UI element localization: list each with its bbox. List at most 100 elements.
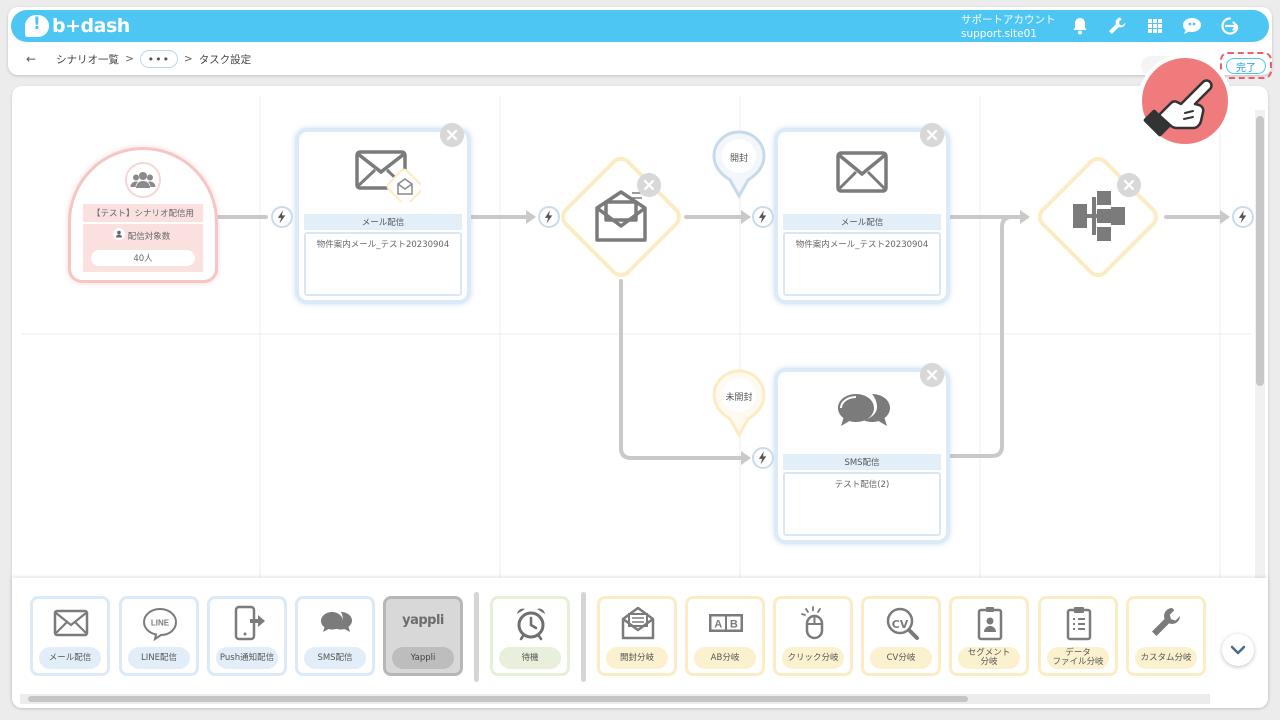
trigger-bolt-icon[interactable] xyxy=(271,206,293,228)
svg-text:A: A xyxy=(714,619,722,631)
close-icon[interactable] xyxy=(637,173,661,197)
start-target-box: 配信対象数 40人 xyxy=(83,224,203,272)
palette-label: AB分岐 xyxy=(694,647,756,669)
line-icon: LINE xyxy=(142,607,178,641)
palette-divider xyxy=(474,592,479,682)
person-icon xyxy=(113,228,125,240)
close-icon[interactable] xyxy=(920,363,944,387)
done-button[interactable]: 完了 xyxy=(1226,58,1266,74)
palette-label-line: ファイル分岐 xyxy=(1052,657,1104,667)
palette-label: 開封分岐 xyxy=(606,647,668,669)
palette-click-branch[interactable]: クリック分岐 xyxy=(773,596,853,676)
palette-custom-branch[interactable]: カスタム分岐 xyxy=(1126,596,1206,676)
palette-yappli[interactable]: yappli Yappli xyxy=(383,596,463,676)
breadcrumb-current: タスク設定 xyxy=(198,53,252,66)
palette-label: クリック分岐 xyxy=(782,647,844,669)
palette-label: LINE配信 xyxy=(128,647,190,669)
close-icon[interactable] xyxy=(920,123,944,147)
palette-segment-branch[interactable]: セグメント 分岐 xyxy=(949,596,1029,676)
palette-label: SMS配信 xyxy=(304,647,366,669)
node-title: メール配信 xyxy=(783,214,941,230)
palette-push-delivery[interactable]: Push通知配信 xyxy=(207,596,287,676)
palette-label: カスタム分岐 xyxy=(1135,647,1197,669)
ab-icon: A B xyxy=(709,614,743,632)
palette-label: CV分岐 xyxy=(870,647,932,669)
header: b+dash サポートアカウント support.site01 xyxy=(8,7,1272,79)
account-site: support.site01 xyxy=(961,28,1037,40)
palette-label-line: データ xyxy=(1065,648,1091,658)
mouse-icon xyxy=(801,606,824,640)
palette-ab-branch[interactable]: A B AB分岐 xyxy=(685,596,765,676)
scenario-name: 【テスト】シナリオ配信用 xyxy=(83,204,203,222)
map-pin-icon xyxy=(712,369,766,439)
palette-mail-delivery[interactable]: メール配信 xyxy=(30,596,110,676)
node-content: 物件案内メール_テスト20230904 xyxy=(783,232,941,296)
palette-label: 待機 xyxy=(499,647,561,669)
sms-icon xyxy=(838,394,890,426)
node-content: テスト配信(2) xyxy=(783,472,941,536)
palette-data-file-branch[interactable]: データ ファイル分岐 xyxy=(1038,596,1118,676)
palette-label: データ ファイル分岐 xyxy=(1047,647,1109,669)
logo-text: b+dash xyxy=(52,15,130,37)
merge-branch-node[interactable] xyxy=(1036,155,1160,279)
yappli-icon: yappli xyxy=(402,613,444,628)
palette-line-delivery[interactable]: LINE LINE配信 xyxy=(119,596,199,676)
breadcrumb-more-button[interactable]: ••• xyxy=(139,50,178,68)
sms-icon xyxy=(321,612,352,632)
branch-unopened-label: 未開封 xyxy=(725,393,753,403)
chevron-down-icon[interactable] xyxy=(1222,634,1254,666)
palette-wait[interactable]: 待機 xyxy=(490,596,570,676)
palette-open-branch[interactable]: 開封分岐 xyxy=(597,596,677,676)
palette-divider xyxy=(581,592,586,682)
vertical-scroll-thumb[interactable] xyxy=(1256,116,1264,386)
close-icon[interactable] xyxy=(1117,173,1141,197)
breadcrumb-scenario-list[interactable]: シナリオ一覧 xyxy=(56,53,120,66)
palette-label-line: セグメント xyxy=(967,648,1011,658)
back-arrow-icon[interactable]: ← xyxy=(26,52,37,66)
people-icon xyxy=(125,162,161,198)
trigger-bolt-icon[interactable] xyxy=(752,206,774,228)
envelope-icon xyxy=(836,151,888,193)
id-badge-icon xyxy=(977,607,1003,641)
palette-label-line: 分岐 xyxy=(980,657,998,667)
svg-text:B: B xyxy=(730,619,738,631)
mail-delivery-node[interactable]: メール配信 物件案内メール_テスト20230904 xyxy=(774,128,950,304)
branch-opened-label: 開封 xyxy=(729,154,748,164)
cv-logo-text: CV xyxy=(891,618,909,631)
close-icon[interactable] xyxy=(440,123,464,147)
palette-label: Push通知配信 xyxy=(216,647,278,669)
breadcrumb: ← シナリオ一覧 > ••• > タスク設定 xyxy=(26,50,251,68)
cv-search-icon xyxy=(886,607,919,640)
horizontal-scrollbar[interactable] xyxy=(20,694,1210,704)
start-node[interactable]: 【テスト】シナリオ配信用 配信対象数 40人 xyxy=(68,147,218,283)
trigger-bolt-icon[interactable] xyxy=(752,447,774,469)
task-palette: メール配信 LINE LINE配信 Push通知配信 SMS配信 xyxy=(12,578,1268,708)
trigger-bolt-icon[interactable] xyxy=(538,206,560,228)
breadcrumb-separator: > xyxy=(183,53,193,65)
bell-icon[interactable] xyxy=(1069,15,1091,37)
account-info[interactable]: サポートアカウント support.site01 xyxy=(961,13,1056,41)
user-chat-icon[interactable] xyxy=(1181,15,1203,37)
horizontal-scroll-thumb[interactable] xyxy=(28,696,968,702)
wrench-icon xyxy=(1152,608,1180,636)
node-content: 物件案内メール_テスト20230904 xyxy=(304,232,462,296)
logo[interactable]: b+dash xyxy=(25,14,130,38)
grid-icon[interactable] xyxy=(1144,15,1166,37)
palette-label: メール配信 xyxy=(39,647,101,669)
logout-icon[interactable] xyxy=(1219,15,1241,37)
sms-delivery-node[interactable]: SMS配信 テスト配信(2) xyxy=(774,368,950,544)
mail-delivery-node[interactable]: メール配信 物件案内メール_テスト20230904 xyxy=(295,128,471,304)
wrench-icon[interactable] xyxy=(1106,15,1128,37)
palette-label: セグメント 分岐 xyxy=(958,647,1020,669)
account-name: サポートアカウント xyxy=(961,14,1056,26)
palette-sms-delivery[interactable]: SMS配信 xyxy=(295,596,375,676)
hand-pointer-icon xyxy=(1138,54,1232,148)
open-branch-node[interactable] xyxy=(559,155,683,279)
trigger-bolt-icon[interactable] xyxy=(1232,206,1254,228)
target-count: 40人 xyxy=(91,250,195,266)
palette-cv-branch[interactable]: CV CV分岐 xyxy=(861,596,941,676)
vertical-scrollbar[interactable] xyxy=(1255,110,1265,580)
top-bar: b+dash サポートアカウント support.site01 xyxy=(11,10,1269,42)
breadcrumb-separator: > xyxy=(125,53,134,65)
